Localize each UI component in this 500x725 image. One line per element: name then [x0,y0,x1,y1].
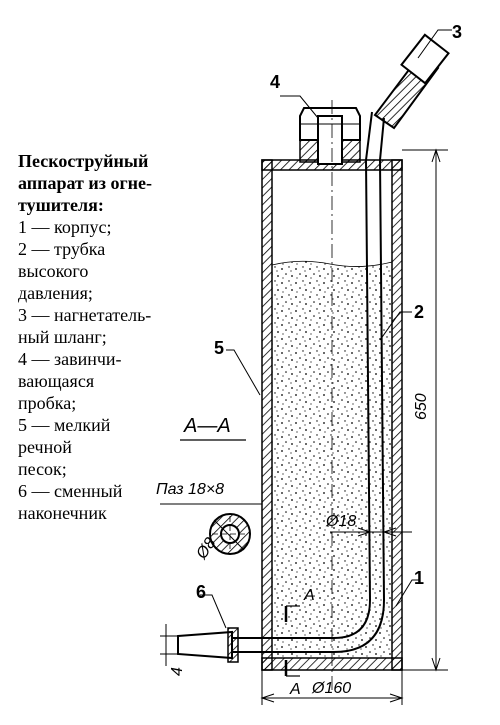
leader-lines [200,29,452,629]
pressure-tube [230,111,386,653]
legend-4-line-1: 4 — завинчи- [18,349,122,369]
legend-4-line-2: вающаяся [18,371,95,391]
section-view [160,503,262,555]
body-diameter-value: Ø160 [311,680,351,697]
legend-6-line-2: наконечник [18,503,107,523]
legend-3-line-1: 3 — нагнетатель- [18,305,152,325]
legend-2-line-2: высокого [18,261,89,281]
legend-4-line-3: пробка; [18,393,77,413]
caption-title-line-2: аппарат из огне- [18,173,153,193]
legend-3-line-2: ный шланг; [18,327,107,347]
sand-fill [271,260,393,659]
section-title: А—А [183,415,231,437]
height-value: 650 [413,393,430,420]
slot-dimension: Паз 18×8 [156,481,224,498]
tube-diameter-value: Ø18 [325,513,356,530]
caption-title-line-1: Пескоструйный [18,151,149,171]
body-diameter-dimension [260,670,404,705]
caption-title-line-3: тушителя: [18,195,104,215]
caption: Пескоструйный аппарат из огне- тушителя:… [18,150,198,524]
label-6: 6 [196,582,206,602]
legend-5-line-1: 5 — мелкий [18,415,111,435]
label-5: 5 [214,338,224,358]
label-3: 3 [452,22,462,42]
nozzle-dimension [160,624,178,666]
section-marks [284,605,300,677]
nozzle [177,627,239,663]
legend-6-line-1: 6 — сменный [18,481,123,501]
hose [373,33,450,130]
nozzle-value: 4 [169,667,186,676]
height-dimension [402,148,448,672]
legend-2-line-3: давления; [18,283,93,303]
section-mark-top: А [303,587,315,604]
legend-5-line-3: песок; [18,459,67,479]
legend-2-line-1: 2 — трубка [18,239,106,259]
section-mark-bottom: А [289,681,301,698]
label-2: 2 [414,302,424,322]
legend-5-line-2: речной [18,437,72,457]
tube-diameter-dimension [330,527,412,537]
label-4: 4 [270,72,280,92]
screw-plug [299,107,361,165]
label-1: 1 [414,568,424,588]
legend-1-line-1: 1 — корпус; [18,217,112,237]
